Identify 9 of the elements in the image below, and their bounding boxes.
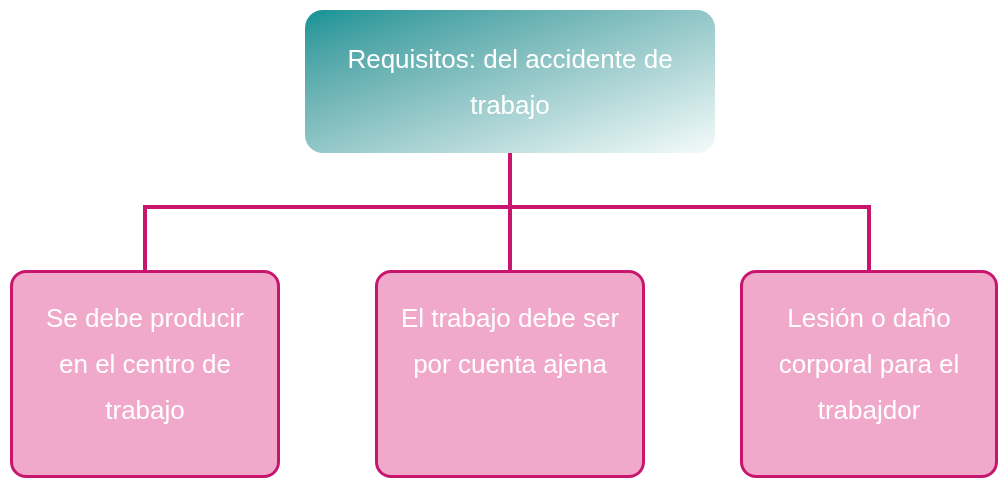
box-text: Se debe producir en el centro de trabajo xyxy=(45,302,245,427)
requirement-box xyxy=(10,270,280,478)
box-text: Lesión o daño corporal para el trabajdor xyxy=(777,302,961,427)
box-text: El trabajo debe ser por cuenta ajena xyxy=(399,302,621,381)
requirement-box xyxy=(740,270,998,478)
requirement-box xyxy=(375,270,645,478)
connector-line xyxy=(508,153,871,270)
title-box xyxy=(305,10,715,153)
box-text: Requisitos: del accidente de trabajo xyxy=(346,42,674,122)
